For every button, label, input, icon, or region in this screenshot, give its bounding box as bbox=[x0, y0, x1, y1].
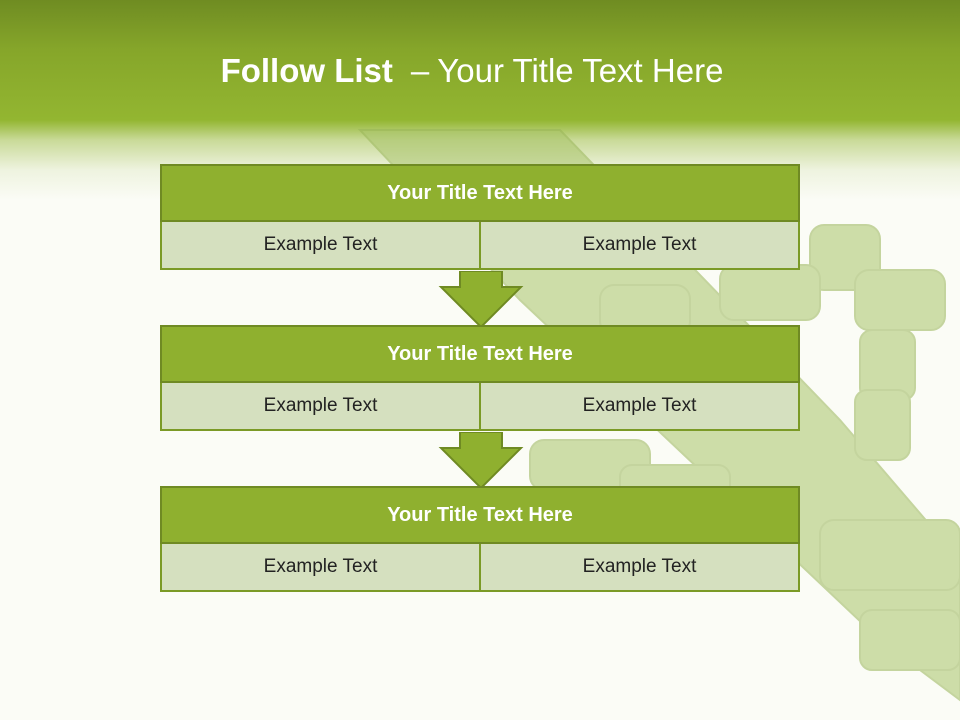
step-1-left-cell: Example Text bbox=[162, 222, 479, 268]
page-title: Follow List–Your Title Text Here bbox=[0, 52, 944, 90]
step-title-1: Your Title Text Here bbox=[160, 164, 800, 222]
step-3-left-cell: Example Text bbox=[162, 544, 479, 590]
step-row-3: Example Text Example Text bbox=[160, 544, 800, 592]
step-title-2: Your Title Text Here bbox=[160, 325, 800, 383]
step-block-3: Your Title Text Here Example Text Exampl… bbox=[160, 486, 800, 592]
step-3-right-cell: Example Text bbox=[479, 544, 798, 590]
title-bold: Follow List bbox=[220, 52, 393, 89]
step-1-right-cell: Example Text bbox=[479, 222, 798, 268]
down-arrow-icon bbox=[438, 271, 524, 329]
step-title-3: Your Title Text Here bbox=[160, 486, 800, 544]
step-2-left-cell: Example Text bbox=[162, 383, 479, 429]
step-block-2: Your Title Text Here Example Text Exampl… bbox=[160, 325, 800, 431]
step-row-1: Example Text Example Text bbox=[160, 222, 800, 270]
step-row-2: Example Text Example Text bbox=[160, 383, 800, 431]
title-rest: Your Title Text Here bbox=[437, 52, 724, 89]
down-arrow-icon bbox=[438, 432, 524, 490]
title-dash: – bbox=[410, 52, 430, 89]
step-2-right-cell: Example Text bbox=[479, 383, 798, 429]
step-block-1: Your Title Text Here Example Text Exampl… bbox=[160, 164, 800, 270]
